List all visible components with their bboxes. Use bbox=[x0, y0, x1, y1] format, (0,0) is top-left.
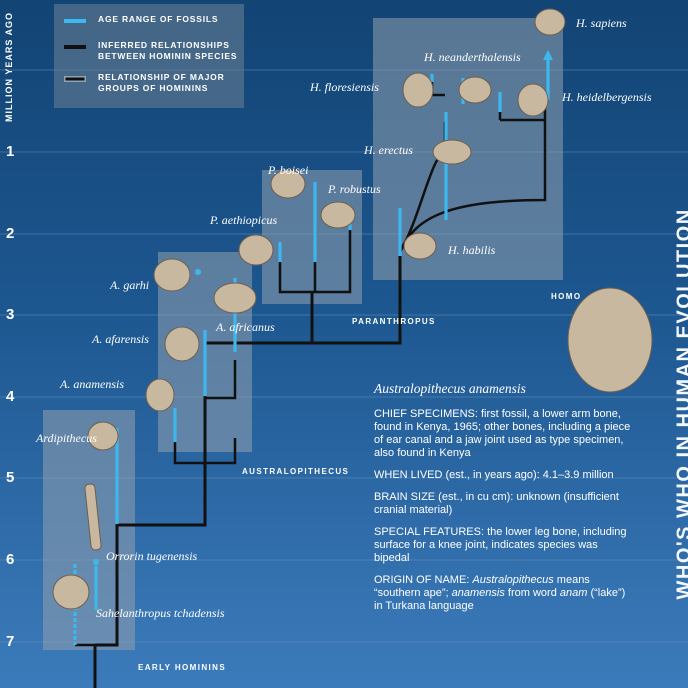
skull-neanderthal-icon bbox=[458, 76, 492, 104]
y-tick-1: 1 bbox=[6, 143, 15, 160]
skull-anamensis-icon bbox=[145, 378, 175, 412]
y-tick-7: 7 bbox=[6, 633, 15, 650]
legend-swatch-black bbox=[64, 45, 86, 49]
y-axis-title: MILLION YEARS AGO bbox=[4, 12, 14, 123]
group-label-homo: HOMO bbox=[551, 292, 582, 301]
skull-ardipithecus-icon bbox=[87, 421, 119, 451]
skull-africanus-icon bbox=[213, 282, 257, 314]
y-tick-4: 4 bbox=[6, 388, 15, 405]
legend-label: AGE RANGE OF FOSSILS bbox=[98, 14, 219, 24]
group-label-paranthropus: PARANTHROPUS bbox=[352, 317, 436, 326]
label-p-aethiopicus: P. aethiopicus bbox=[210, 213, 278, 227]
origin-prefix: ORIGIN OF NAME: bbox=[374, 574, 473, 586]
legend-swatch-thick bbox=[64, 76, 86, 82]
label-h-neanderthalensis: H. neanderthalensis bbox=[424, 50, 521, 64]
legend-item-major: RELATIONSHIP OF MAJOR GROUPS OF HOMININS bbox=[64, 72, 248, 94]
info-chief-specimens: CHIEF SPECIMENS: first fossil, a lower a… bbox=[374, 408, 631, 459]
orrorin-dot bbox=[93, 559, 99, 565]
label-h-erectus: H. erectus bbox=[364, 143, 413, 157]
skull-robustus-icon bbox=[320, 201, 356, 229]
info-when-lived: WHEN LIVED (est., in years ago): 4.1–3.9… bbox=[374, 469, 614, 481]
label-p-boisei: P. boisei bbox=[268, 163, 309, 177]
group-label-early-hominins: EARLY HOMININS bbox=[138, 663, 227, 672]
label-a-garhi: A. garhi bbox=[110, 278, 150, 292]
legend-swatch-blue bbox=[64, 19, 86, 23]
skull-aethiopicus-icon bbox=[238, 234, 274, 266]
arrow-up-icon bbox=[543, 50, 553, 60]
skull-habilis-icon bbox=[403, 232, 437, 260]
legend-item-age-range: AGE RANGE OF FOSSILS bbox=[64, 14, 248, 25]
info-title: Australopithecus anamensis bbox=[374, 381, 526, 396]
y-tick-5: 5 bbox=[6, 469, 15, 486]
info-panel: Australopithecus anamensis CHIEF SPECIME… bbox=[374, 382, 636, 622]
origin-mid1: means “southern ape”; bbox=[374, 574, 590, 599]
skull-anamensis-large-icon bbox=[567, 287, 653, 393]
legend: AGE RANGE OF FOSSILS INFERRED RELATIONSH… bbox=[54, 4, 244, 108]
label-h-heidelbergensis: H. heidelbergensis bbox=[562, 90, 652, 104]
skull-floresiensis-icon bbox=[402, 72, 434, 108]
skull-erectus-icon bbox=[432, 139, 472, 165]
label-a-anamensis: A. anamensis bbox=[60, 377, 124, 391]
group-label-australopithecus: AUSTRALOPITHECUS bbox=[242, 467, 350, 476]
origin-suffix: (“lake”) in Turkana language bbox=[374, 587, 626, 612]
label-h-floresiensis: H. floresiensis bbox=[310, 80, 379, 94]
label-sahelanthropus-tchadensis: Sahelanthropus tchadensis bbox=[96, 606, 225, 620]
skull-heidelbergensis-icon bbox=[517, 83, 549, 117]
origin-word: anam bbox=[559, 587, 588, 599]
origin-genus: Australopithecus bbox=[472, 574, 554, 586]
info-special-features: SPECIAL FEATURES: the lower leg bone, in… bbox=[374, 526, 627, 564]
femur-orrorin-icon bbox=[84, 483, 102, 551]
legend-label: INFERRED RELATIONSHIPS BETWEEN HOMININ S… bbox=[98, 40, 238, 61]
label-p-robustus: P. robustus bbox=[328, 182, 381, 196]
skull-garhi-icon bbox=[153, 258, 191, 292]
legend-item-inferred: INFERRED RELATIONSHIPS BETWEEN HOMININ S… bbox=[64, 40, 248, 62]
label-a-afarensis: A. afarensis bbox=[92, 332, 149, 346]
skull-h-sapiens-icon bbox=[534, 8, 566, 36]
y-tick-3: 3 bbox=[6, 306, 15, 323]
side-title: WHO'S WHO IN HUMAN EVOLUTION bbox=[673, 208, 688, 600]
info-brain-size: BRAIN SIZE (est., in cu cm): unknown (in… bbox=[374, 491, 619, 516]
legend-label: RELATIONSHIP OF MAJOR GROUPS OF HOMININS bbox=[98, 72, 225, 93]
label-h-habilis: H. habilis bbox=[448, 243, 496, 257]
info-origin-of-name: ORIGIN OF NAME: Australopithecus means “… bbox=[374, 574, 636, 613]
y-tick-6: 6 bbox=[6, 551, 15, 568]
label-h-sapiens: H. sapiens bbox=[576, 16, 627, 30]
label-orrorin-tugenensis: Orrorin tugenensis bbox=[106, 549, 198, 563]
label-ardipithecus: Ardipithecus bbox=[36, 431, 97, 445]
skull-boisei-icon bbox=[270, 169, 306, 199]
a-garhi-dot bbox=[195, 269, 201, 275]
skull-sahelanthropus-icon bbox=[52, 574, 90, 610]
skull-afarensis-icon bbox=[164, 326, 200, 362]
label-a-africanus: A. africanus bbox=[216, 320, 275, 334]
origin-species: anamensis bbox=[451, 587, 505, 599]
origin-mid2: from word bbox=[504, 587, 560, 599]
y-tick-2: 2 bbox=[6, 225, 15, 242]
